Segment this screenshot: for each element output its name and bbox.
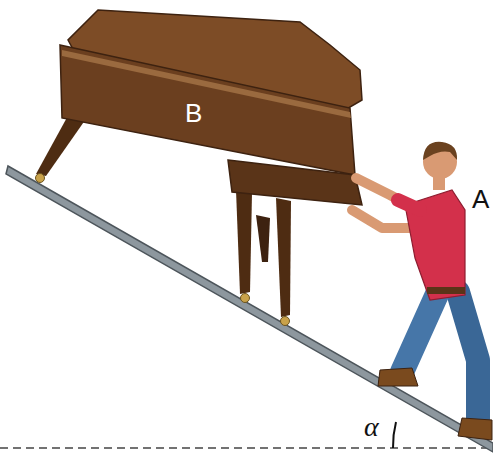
part-label: B: [185, 100, 202, 126]
ground-line: [0, 447, 493, 449]
angle-arc: [393, 422, 396, 448]
piano: [36, 10, 363, 326]
man: [352, 142, 492, 440]
angle-label: α: [364, 413, 379, 441]
incline-plank: [6, 166, 493, 452]
part-label: A: [472, 186, 489, 212]
